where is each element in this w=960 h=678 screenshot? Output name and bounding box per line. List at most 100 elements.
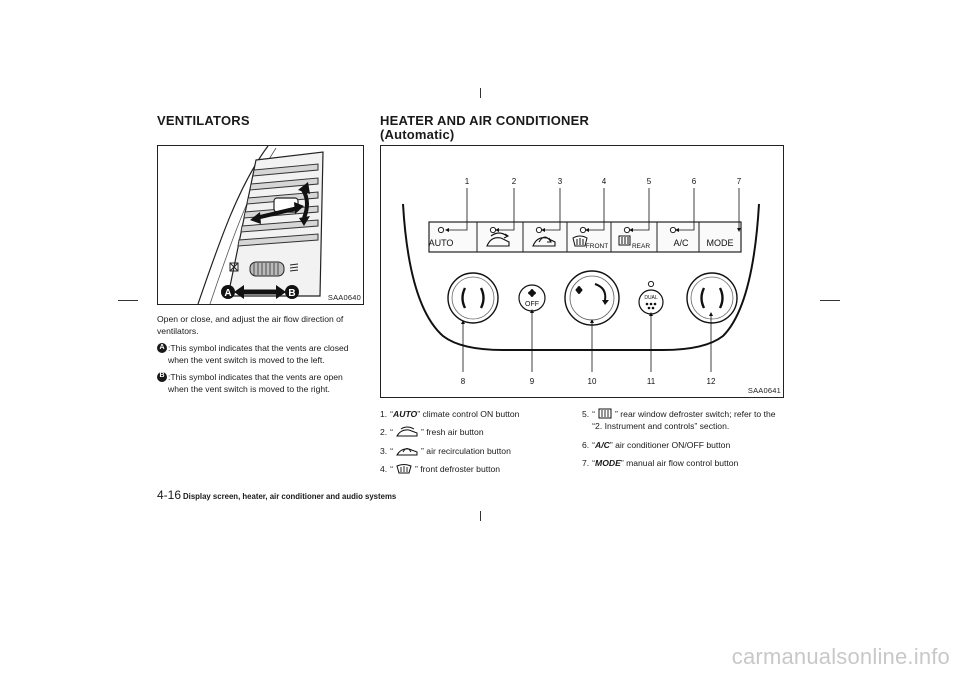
definition-a-text: :This symbol indicates that the vents ar…: [168, 342, 349, 366]
climate-panel-illustration: AUTO FRONT REAR A/C MODE: [402, 177, 760, 386]
quote-open: “: [390, 409, 394, 419]
list-text: ” air conditioner ON/OFF button: [609, 439, 731, 450]
mode-button-label: MODE: [707, 238, 734, 248]
footer-title: Display screen, heater, air conditioner …: [183, 492, 397, 501]
ac-button-label: A/C: [673, 238, 689, 248]
ventilators-text: Open or close, and adjust the air flow d…: [157, 313, 365, 395]
mark-b-label: B: [288, 288, 295, 299]
dual-label: DUAL: [644, 295, 658, 301]
quote-open: “: [390, 464, 394, 475]
mark-b-circle: [285, 285, 299, 299]
quote-open: “: [592, 409, 596, 419]
quote-open: “: [390, 445, 394, 456]
dual-button: DUAL: [638, 280, 664, 315]
page-number: 4-16: [157, 488, 182, 502]
callout-8: 8: [461, 377, 466, 386]
mode-term: MODE: [595, 458, 621, 469]
figure-code: SAA0640: [327, 293, 361, 302]
list-text: ” manual air flow control button: [620, 458, 739, 469]
auto-button-label: AUTO: [429, 238, 454, 248]
right-temperature-dial: [686, 272, 738, 324]
definition-b: B :This symbol indicates that the vents …: [157, 371, 365, 396]
front-defroster-icon: [396, 464, 412, 474]
fresh-air-icon: [486, 232, 510, 247]
crop-mark-left: [118, 300, 138, 301]
list-item: 2. “ ” fresh air button: [380, 426, 570, 438]
list-item: 4. “ ” front defroster button: [380, 463, 570, 475]
left-temperature-dial: [447, 272, 499, 324]
ventilators-heading: VENTILATORS: [157, 113, 250, 128]
ventilators-intro: Open or close, and adjust the air flow d…: [157, 314, 344, 337]
list-text: ” rear window defroster switch; refer to…: [592, 409, 776, 432]
rear-label: REAR: [632, 243, 650, 250]
climate-panel-figure: AUTO FRONT REAR A/C MODE: [380, 145, 784, 398]
list-content: “A/C” air conditioner ON/OFF button: [592, 439, 786, 451]
rear-defroster-icon: [598, 408, 612, 419]
ac-term: A/C: [595, 439, 610, 450]
list-item: 3. “ ” air recirculation button: [380, 445, 570, 457]
ventilator-figure: A B SAA0640: [157, 145, 364, 305]
heater-heading-line1: HEATER AND AIR CONDITIONER: [380, 113, 590, 128]
callout-7: 7: [737, 177, 742, 186]
list-number: 5.: [582, 409, 590, 419]
callout-5: 5: [647, 177, 652, 186]
list-item: 7. “MODE” manual air flow control button: [582, 457, 786, 469]
list-content: “ ” front defroster button: [390, 463, 570, 475]
list-text: ” front defroster button: [415, 464, 501, 475]
callout-11: 11: [647, 377, 656, 386]
list-content: “” rear window defroster switch; refer t…: [592, 408, 786, 433]
callout-2: 2: [512, 177, 517, 186]
list-item: 5. “” rear window defroster switch; refe…: [582, 408, 786, 433]
list-number: 2.: [380, 427, 388, 438]
crop-mark-bottom: [480, 511, 481, 521]
fan-speed-dial: [564, 270, 620, 326]
off-label: OFF: [525, 301, 539, 308]
list-text: ” fresh air button: [421, 427, 484, 438]
list-content: “ ” air recirculation button: [390, 445, 570, 457]
heater-heading: HEATER AND AIR CONDITIONER (Automatic): [380, 114, 589, 142]
list-text: ” air recirculation button: [421, 445, 511, 456]
definition-a: A :This symbol indicates that the vents …: [157, 342, 365, 367]
callout-3: 3: [558, 177, 563, 186]
auto-term: AUTO: [393, 409, 418, 419]
list-number: 4.: [380, 464, 388, 475]
quote-open: “: [592, 439, 596, 450]
list-item: 1. “AUTO” climate control ON button: [380, 408, 570, 420]
list-number: 3.: [380, 445, 388, 456]
callout-1: 1: [465, 177, 470, 186]
list-text: ” climate control ON button: [417, 409, 520, 419]
fan-off-button: OFF: [518, 284, 546, 312]
list-content: “MODE” manual air flow control button: [592, 457, 786, 469]
mark-b-badge: B: [157, 371, 167, 382]
callout-9: 9: [530, 377, 535, 386]
list-item: 6. “A/C” air conditioner ON/OFF button: [582, 439, 786, 451]
front-defroster-icon: [572, 235, 588, 247]
rear-defroster-icon: [618, 235, 631, 246]
watermark: carmanualsonline.info: [731, 644, 950, 669]
definition-b-text: :This symbol indicates that the vents ar…: [168, 371, 343, 395]
list-number: 1.: [380, 409, 388, 419]
callout-12: 12: [707, 377, 716, 386]
callout-4: 4: [602, 177, 607, 186]
mark-a-label: A: [224, 288, 231, 299]
mark-a-circle: [221, 285, 235, 299]
crop-mark-top: [480, 88, 481, 98]
list-number: 7.: [582, 458, 590, 469]
list-content: “ ” fresh air button: [390, 426, 570, 438]
mark-a-badge: A: [157, 342, 167, 353]
heater-heading-line2: (Automatic): [380, 127, 455, 142]
crop-mark-right: [820, 300, 840, 301]
front-label: FRONT: [586, 243, 608, 250]
quote-open: “: [390, 427, 394, 438]
recirculation-icon: [396, 447, 418, 456]
fresh-air-icon: [396, 426, 418, 437]
controls-list-col2: 5. “” rear window defroster switch; refe…: [582, 408, 786, 476]
list-number: 6.: [582, 439, 590, 450]
list-content: “AUTO” climate control ON button: [390, 408, 570, 420]
callout-6: 6: [692, 177, 697, 186]
recirculation-icon: [532, 236, 556, 247]
callout-10: 10: [588, 377, 597, 386]
ventilator-illustration: A B: [197, 145, 324, 305]
figure-code: SAA0641: [747, 386, 781, 395]
